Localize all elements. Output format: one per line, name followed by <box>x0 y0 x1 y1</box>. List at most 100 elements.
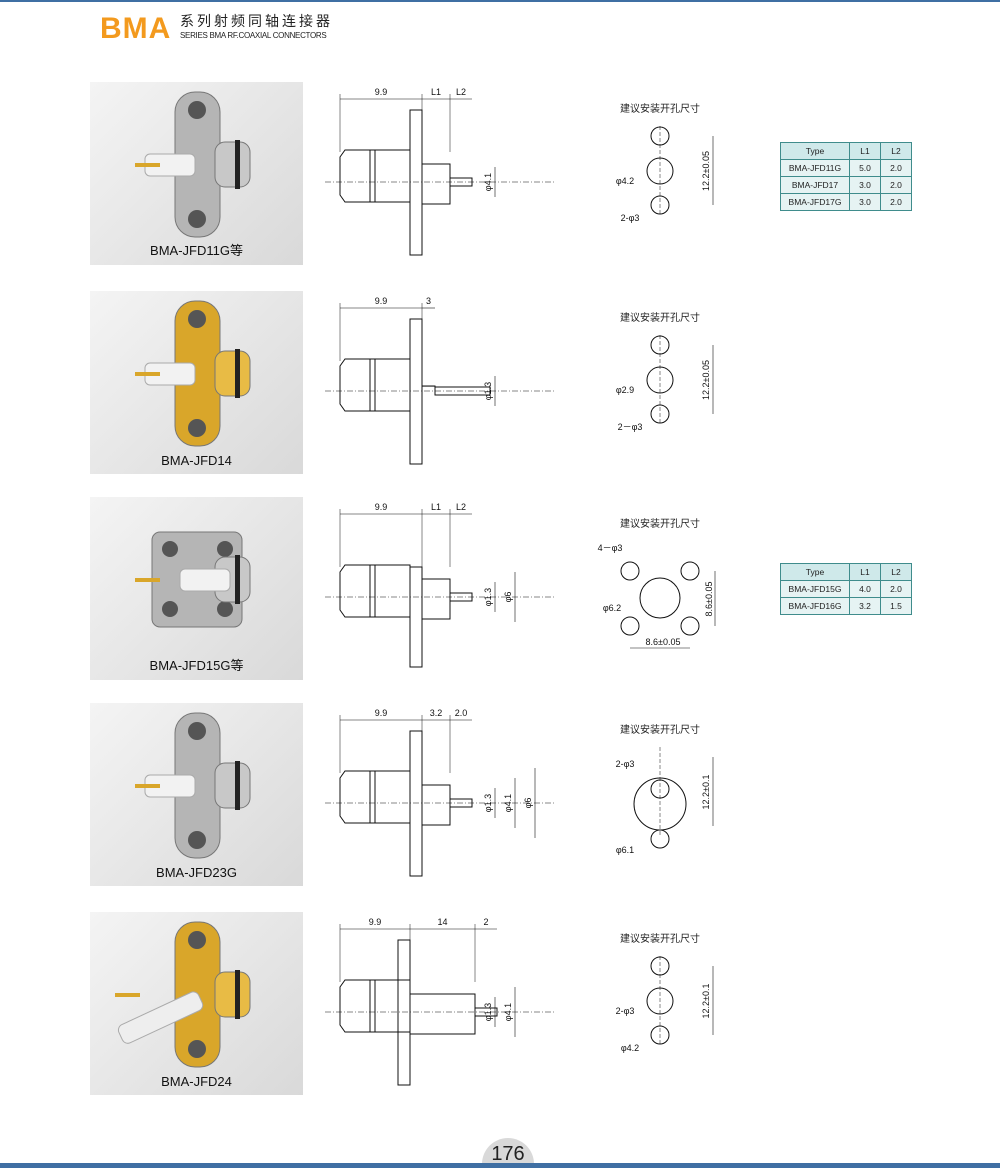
diameter-label: φ4.1 <box>483 173 493 191</box>
dimension-label: 9.9 <box>375 708 388 718</box>
product-name: BMA-JFD11G等 <box>150 243 243 258</box>
series-title-en: SERIES BMA RF.COAXIAL CONNECTORS <box>180 31 327 40</box>
hole-label: φ4.2 <box>616 176 634 186</box>
table-cell: 4.0 <box>849 580 881 598</box>
dimension-label: 2.0 <box>455 708 468 718</box>
connector-illustration <box>135 712 251 859</box>
dimension-label: 9.9 <box>369 917 382 927</box>
diameter-label: φ6 <box>503 592 513 603</box>
table-cell: 3.0 <box>849 193 881 211</box>
column-header: L1 <box>849 563 881 581</box>
dimension-label: 2 <box>483 917 488 927</box>
product-name: BMA-JFD14 <box>161 453 232 468</box>
hole-label: 2-φ3 <box>621 213 640 223</box>
hole-label: φ2.9 <box>616 385 634 395</box>
hole-pattern-title: 建议安装开孔尺寸 <box>620 104 700 115</box>
mounting-hole-pattern: 2-φ3 φ4.2 12.2±0.05 <box>585 106 745 271</box>
table-cell: 2.0 <box>880 176 912 194</box>
hole-label: 2-φ3 <box>616 759 635 769</box>
dimension-label: 9.9 <box>375 296 388 306</box>
table-cell: BMA-JFD15G <box>780 580 850 598</box>
hole-spacing-label: 12.2±0.1 <box>701 775 711 810</box>
column-header: L1 <box>849 142 881 160</box>
diameter-label: φ4.1 <box>503 794 513 812</box>
hole-pattern-title: 建议安装开孔尺寸 <box>620 725 700 736</box>
column-header: L2 <box>880 142 912 160</box>
hole-label: 4－φ3 <box>598 543 623 553</box>
bottom-rule <box>0 1163 1000 1168</box>
hole-spacing-label: 12.2±0.1 <box>701 984 711 1019</box>
dimension-drawing: 9.9 3 φ1.3 <box>320 291 560 481</box>
table-cell: 1.5 <box>880 597 912 615</box>
connector-illustration <box>135 91 251 238</box>
dimension-label: 3 <box>426 296 431 306</box>
hole-pattern-drawing: φ4.2 2-φ3 12.2±0.1 <box>616 956 714 1053</box>
column-header: Type <box>780 142 850 160</box>
diameter-label: φ4.1 <box>503 1003 513 1021</box>
hole-spacing-label: 8.6±0.05 <box>704 582 714 617</box>
table-cell: BMA-JFD17 <box>780 176 850 194</box>
series-title-cn: 系列射频同轴连接器 <box>180 13 333 29</box>
hole-pattern-drawing: 2-φ3 φ4.2 12.2±0.05 <box>616 126 714 223</box>
table-cell: 2.0 <box>880 580 912 598</box>
table-cell: 2.0 <box>880 159 912 177</box>
dimension-label: L2 <box>456 502 466 512</box>
hole-label: 2-φ3 <box>616 1006 635 1016</box>
product-photo: BMA-JFD23G <box>90 703 303 886</box>
product-photo: BMA-JFD15G等 <box>90 497 303 680</box>
connector-illustration <box>115 921 251 1068</box>
brand-logo: BMA <box>100 12 172 45</box>
product-row: BMA-JFD23G 9.9 3.2 2.0 φ1.3 φ4.1 φ6 建议安装开孔尺寸 2-φ… <box>0 703 1000 888</box>
table-cell: 5.0 <box>849 159 881 177</box>
dimension-label: L1 <box>431 87 441 97</box>
connector-illustration <box>135 531 251 628</box>
hole-spacing-label: 12.2±0.05 <box>701 151 711 191</box>
product-photo: BMA-JFD11G等 <box>90 82 303 265</box>
side-view-drawing: 9.9 3 φ1.3 <box>325 296 555 465</box>
table-cell: 3.0 <box>849 176 881 194</box>
diameter-label: φ1.3 <box>483 588 493 606</box>
connector-illustration <box>135 300 251 447</box>
table-cell: BMA-JFD11G <box>780 159 850 177</box>
dimension-label: 9.9 <box>375 502 388 512</box>
diameter-label: φ1.3 <box>483 794 493 812</box>
dimension-label: 3.2 <box>430 708 443 718</box>
mounting-hole-pattern: φ4.2 2-φ3 12.2±0.1 <box>585 936 745 1101</box>
diameter-label: φ1.3 <box>483 382 493 400</box>
product-name: BMA-JFD15G等 <box>149 658 244 673</box>
hole-pattern-title: 建议安装开孔尺寸 <box>620 519 700 530</box>
diameter-label: φ1.3 <box>483 1003 493 1021</box>
dimension-label: 9.9 <box>375 87 388 97</box>
hole-label: φ4.2 <box>621 1043 639 1053</box>
diameter-label: φ6 <box>523 798 533 809</box>
side-view-drawing: 9.9 3.2 2.0 φ1.3 φ4.1 φ6 <box>325 708 555 877</box>
top-rule <box>0 0 1000 2</box>
hole-pattern-title: 建议安装开孔尺寸 <box>620 313 700 324</box>
hole-spacing-label: 8.6±0.05 <box>646 637 681 647</box>
